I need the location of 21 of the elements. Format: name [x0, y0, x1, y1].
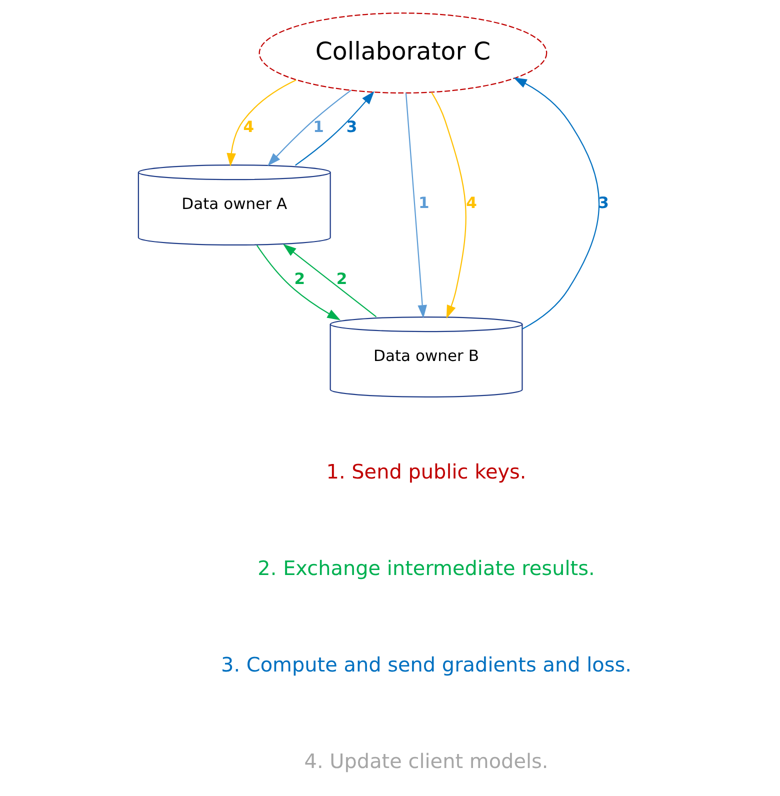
- edge-label: 3: [598, 194, 608, 212]
- label: 2. Exchange intermediate results.: [257, 556, 594, 580]
- label: 1. Send public keys.: [326, 459, 526, 484]
- node-ellipse: Collaborator C: [258, 12, 547, 94]
- edge-label: 2: [294, 270, 305, 288]
- arrow: [294, 91, 374, 166]
- arrow: [256, 244, 340, 320]
- arrow: [512, 78, 600, 330]
- label: 3. Compute and send gradients and loss.: [220, 652, 632, 676]
- arrow: [430, 92, 466, 319]
- edge-label: 1: [418, 194, 429, 212]
- edge-label: 4: [242, 118, 254, 136]
- edge-label: 4: [466, 194, 476, 212]
- edge-label: 1: [312, 118, 324, 136]
- arrow: [282, 244, 376, 318]
- arrow: [226, 80, 296, 166]
- label: 4. Update client models.: [304, 748, 548, 773]
- arrow: [267, 90, 351, 166]
- arrow: [404, 92, 426, 318]
- edge-label: 2: [336, 270, 347, 288]
- edge-label: 3: [346, 118, 357, 136]
